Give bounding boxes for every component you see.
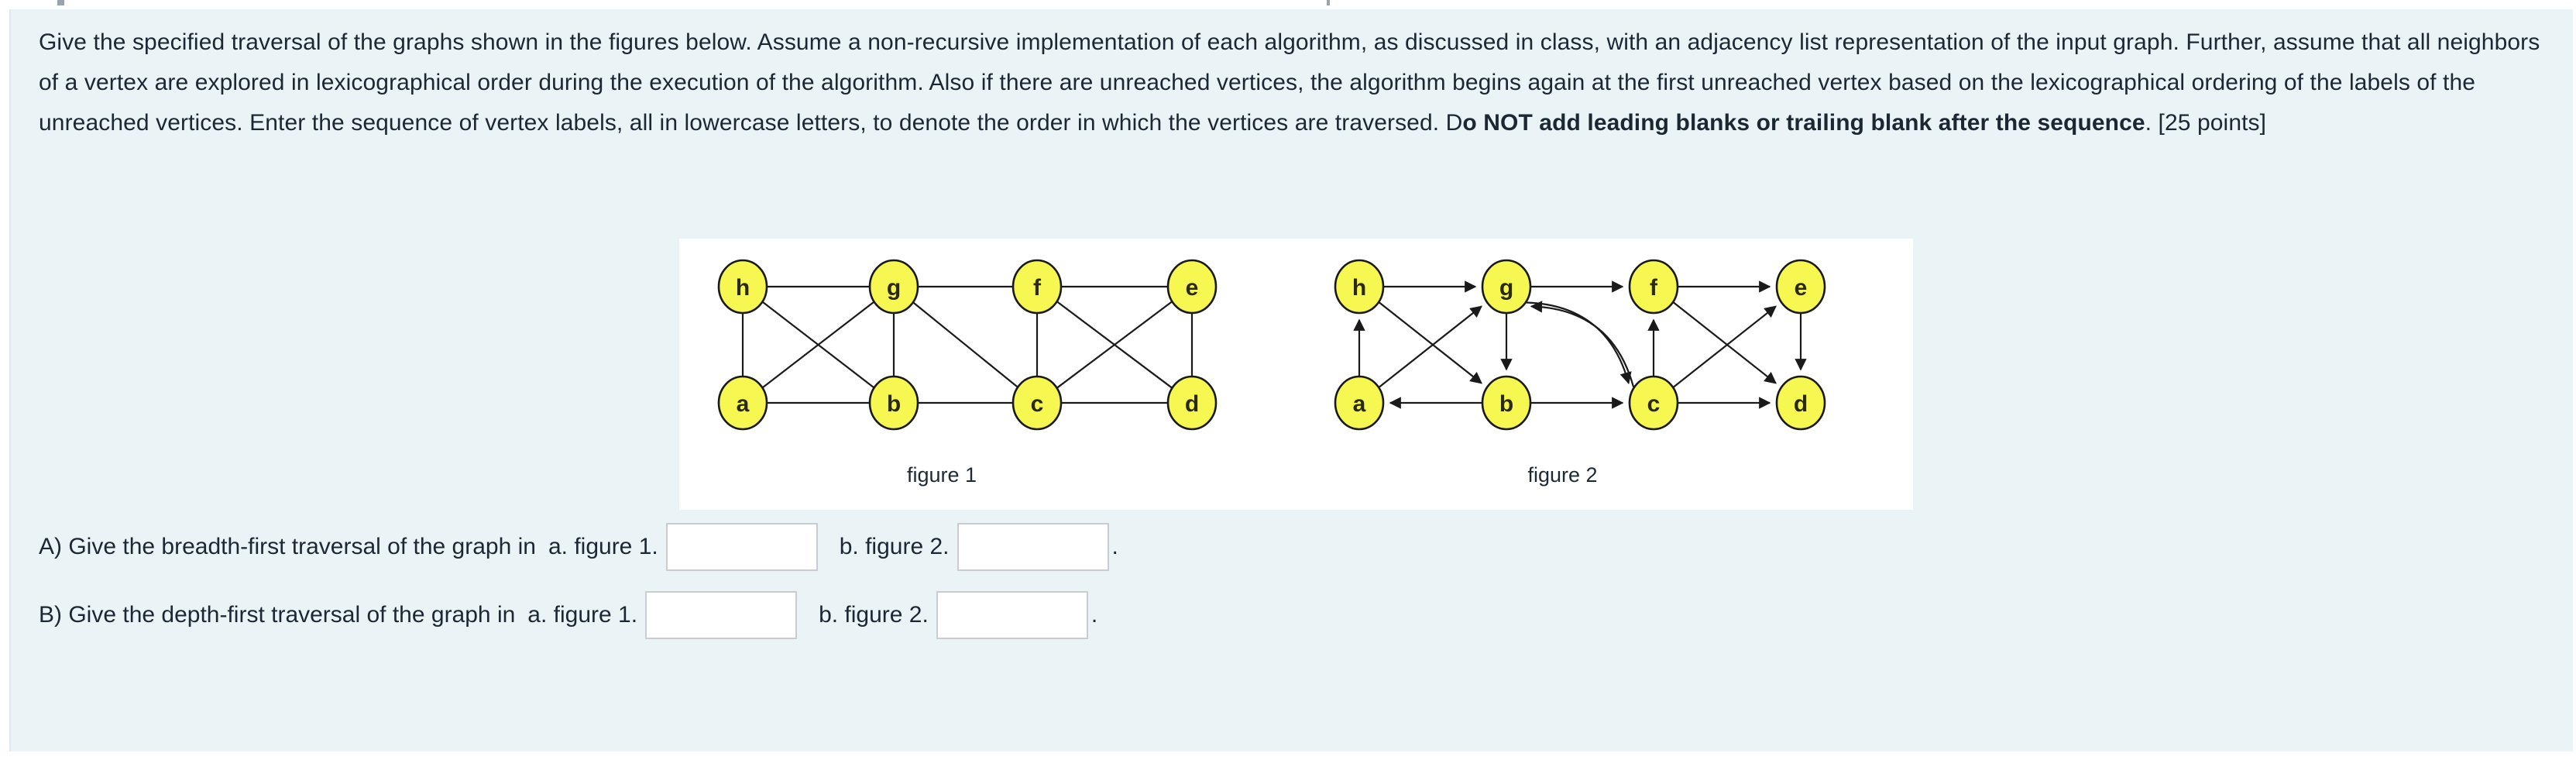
figure-2-caption: figure 2 — [1527, 463, 1598, 487]
figure-2: h g f e a b c d figure 2 — [1299, 239, 1913, 510]
svg-text:h: h — [1352, 275, 1366, 301]
answer-b-sub-a-label: a. figure 1. — [527, 602, 638, 628]
svg-text:h: h — [736, 275, 750, 301]
svg-text:e: e — [1795, 275, 1808, 301]
figure-1-graph: h g f e a b c d — [717, 259, 1218, 431]
prompt-bold-emphasis: o NOT add leading blanks or trailing bla… — [1462, 110, 2145, 136]
dfs-figure1-input[interactable] — [645, 591, 798, 639]
svg-text:f: f — [1033, 275, 1042, 301]
answer-row-depth-first: B) Give the depth-first traversal of the… — [39, 591, 1098, 639]
svg-text:a: a — [1353, 391, 1366, 417]
svg-text:g: g — [1499, 275, 1513, 301]
svg-text:g: g — [887, 275, 901, 301]
answer-b-sub-b-label: b. figure 2. — [819, 602, 929, 628]
question-panel: Give the specified traversal of the grap… — [9, 9, 2573, 752]
svg-text:d: d — [1794, 391, 1808, 417]
bfs-figure2-input[interactable] — [957, 523, 1109, 571]
prompt-part-1: Give the specified traversal of the grap… — [39, 29, 2540, 136]
answer-b-lead: B) Give the depth-first traversal of the… — [39, 602, 516, 628]
svg-text:d: d — [1185, 391, 1199, 417]
text-fragment-clipped — [57, 0, 64, 5]
figure-1-caption: figure 1 — [906, 463, 977, 487]
question-prompt: Give the specified traversal of the grap… — [39, 22, 2540, 143]
answer-a-trailing-period: . — [1111, 534, 1118, 559]
svg-text:c: c — [1031, 391, 1044, 417]
figures-panel: h g f e a b c d figure 1 h g f e a b c d figure 2 — [679, 239, 1913, 510]
svg-text:e: e — [1186, 275, 1199, 301]
answer-row-breadth-first: A) Give the breadth-first traversal of t… — [39, 523, 1118, 571]
answer-a-sub-b-label: b. figure 2. — [839, 534, 950, 559]
figure-2-graph: h g f e a b c d — [1334, 259, 1826, 431]
svg-text:b: b — [1499, 391, 1513, 417]
figure-1: h g f e a b c d figure 1 — [679, 239, 1299, 510]
text-fragment-clipped — [1327, 0, 1330, 5]
svg-text:c: c — [1647, 391, 1661, 417]
answer-b-trailing-period: . — [1091, 602, 1098, 628]
answer-a-lead: A) Give the breadth-first traversal of t… — [39, 534, 536, 559]
prompt-part-2: . [25 points] — [2145, 110, 2267, 136]
bfs-figure1-input[interactable] — [665, 523, 818, 571]
page-top-artifact — [0, 0, 2576, 9]
svg-text:b: b — [887, 391, 901, 417]
svg-text:a: a — [737, 391, 750, 417]
svg-text:f: f — [1650, 275, 1658, 301]
answer-a-sub-a-label: a. figure 1. — [548, 534, 658, 559]
dfs-figure2-input[interactable] — [936, 591, 1088, 639]
